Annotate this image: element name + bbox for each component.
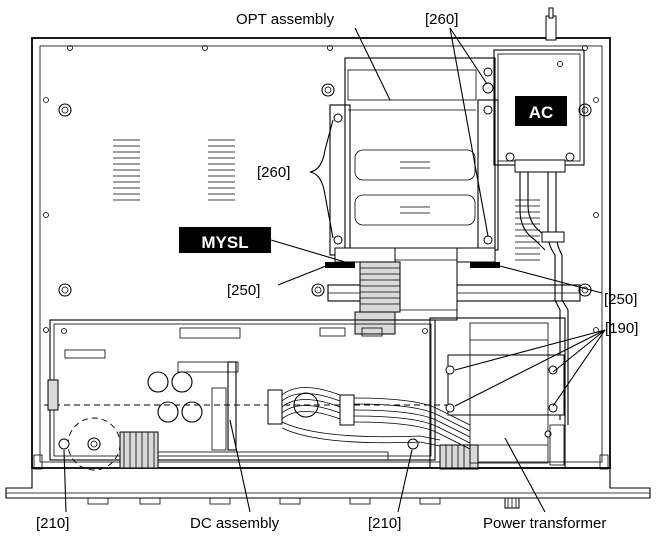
leader-lines (63, 27, 606, 513)
label-190: [190] (605, 320, 638, 337)
opt-assembly (329, 57, 499, 261)
label-260-top: [260] (425, 11, 458, 28)
wiring-harness (267, 387, 471, 450)
label-opt-assembly: OPT assembly (236, 11, 335, 28)
mysl-tag: MYSL (201, 233, 248, 252)
label-power-transformer: Power transformer (483, 515, 606, 532)
label-210-right: [210] (368, 515, 401, 532)
mysl-tag-box (179, 227, 271, 253)
label-260-left: [260] (257, 164, 290, 181)
mysl-transformer: MYSL (179, 227, 581, 335)
ac-tag-box (515, 96, 567, 126)
label-250-left: [250] (227, 282, 260, 299)
label-250-right: [250] (604, 291, 637, 308)
chassis (5, 7, 651, 509)
labels: OPT assembly [260] [260] [250] [250] [19… (36, 11, 638, 532)
vent-slots (58, 83, 592, 297)
opt-mounting-screws (333, 67, 494, 245)
label-dc-assembly: DC assembly (190, 515, 280, 532)
label-210-left: [210] (36, 515, 69, 532)
dc-assembly (44, 319, 479, 471)
ac-tag: AC (529, 103, 554, 122)
ac-inlet-box: AC (493, 49, 585, 173)
